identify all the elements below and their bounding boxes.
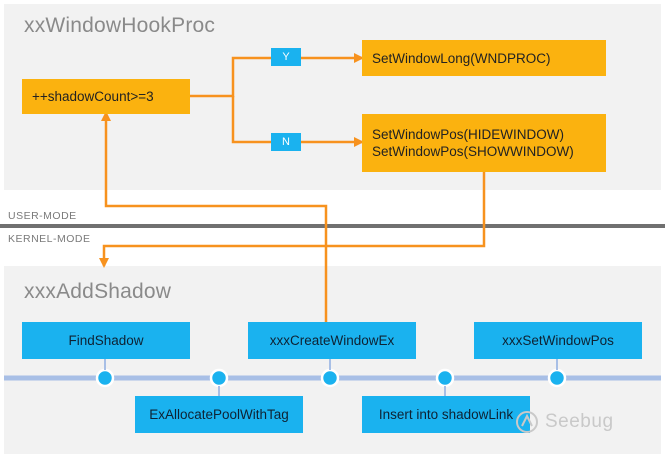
hook-proc-title: xxWindowHookProc <box>24 14 216 37</box>
timeline-dot <box>320 368 340 388</box>
timeline-dot <box>547 368 567 388</box>
user-mode-label: USER-MODE <box>8 210 77 222</box>
set-window-long-box: SetWindowLong(WNDPROC) <box>362 40 606 76</box>
setwindowpos-to-kernel-connector <box>99 172 486 268</box>
timeline-dots <box>95 368 567 388</box>
ex-allocate-pool-box: ExAllocatePoolWithTag <box>135 396 303 433</box>
timeline-dot <box>95 368 115 388</box>
createwindow-to-hook-connector <box>101 111 328 322</box>
kernel-mode-panel <box>4 266 661 454</box>
kernel-mode-label: KERNEL-MODE <box>8 233 91 245</box>
set-window-long-label: SetWindowLong(WNDPROC) <box>372 50 551 66</box>
set-window-pos-box: SetWindowPos(HIDEWINDOW) SetWindowPos(SH… <box>362 114 606 172</box>
set-window-pos-kernel-box: xxxSetWindowPos <box>474 322 642 359</box>
mode-divider <box>0 224 665 228</box>
branch-no-tag: N <box>271 133 301 151</box>
timeline-dot <box>435 368 455 388</box>
shadow-count-label: ++shadowCount>=3 <box>32 89 154 104</box>
branch-n-connector <box>231 96 364 147</box>
watermark-text: Seebug <box>545 411 614 432</box>
set-window-pos-hide-label: SetWindowPos(HIDEWINDOW) <box>372 127 565 142</box>
seebug-watermark: Seebug <box>515 410 614 434</box>
timeline-stems <box>104 359 558 396</box>
seebug-logo-icon <box>516 411 538 433</box>
timeline-dot <box>209 368 229 388</box>
shadow-count-check-box: ++shadowCount>=3 <box>22 79 190 114</box>
set-window-pos-lines: SetWindowPos(HIDEWINDOW) SetWindowPos(SH… <box>372 126 574 160</box>
insert-shadow-link-box: Insert into shadowLink <box>362 396 530 433</box>
add-shadow-title: xxxAddShadow <box>24 280 172 303</box>
branch-yes-tag: Y <box>271 48 301 66</box>
set-window-pos-show-label: SetWindowPos(SHOWWINDOW) <box>372 144 574 159</box>
create-window-ex-box: xxxCreateWindowEx <box>248 322 416 359</box>
find-shadow-box: FindShadow <box>22 322 190 359</box>
